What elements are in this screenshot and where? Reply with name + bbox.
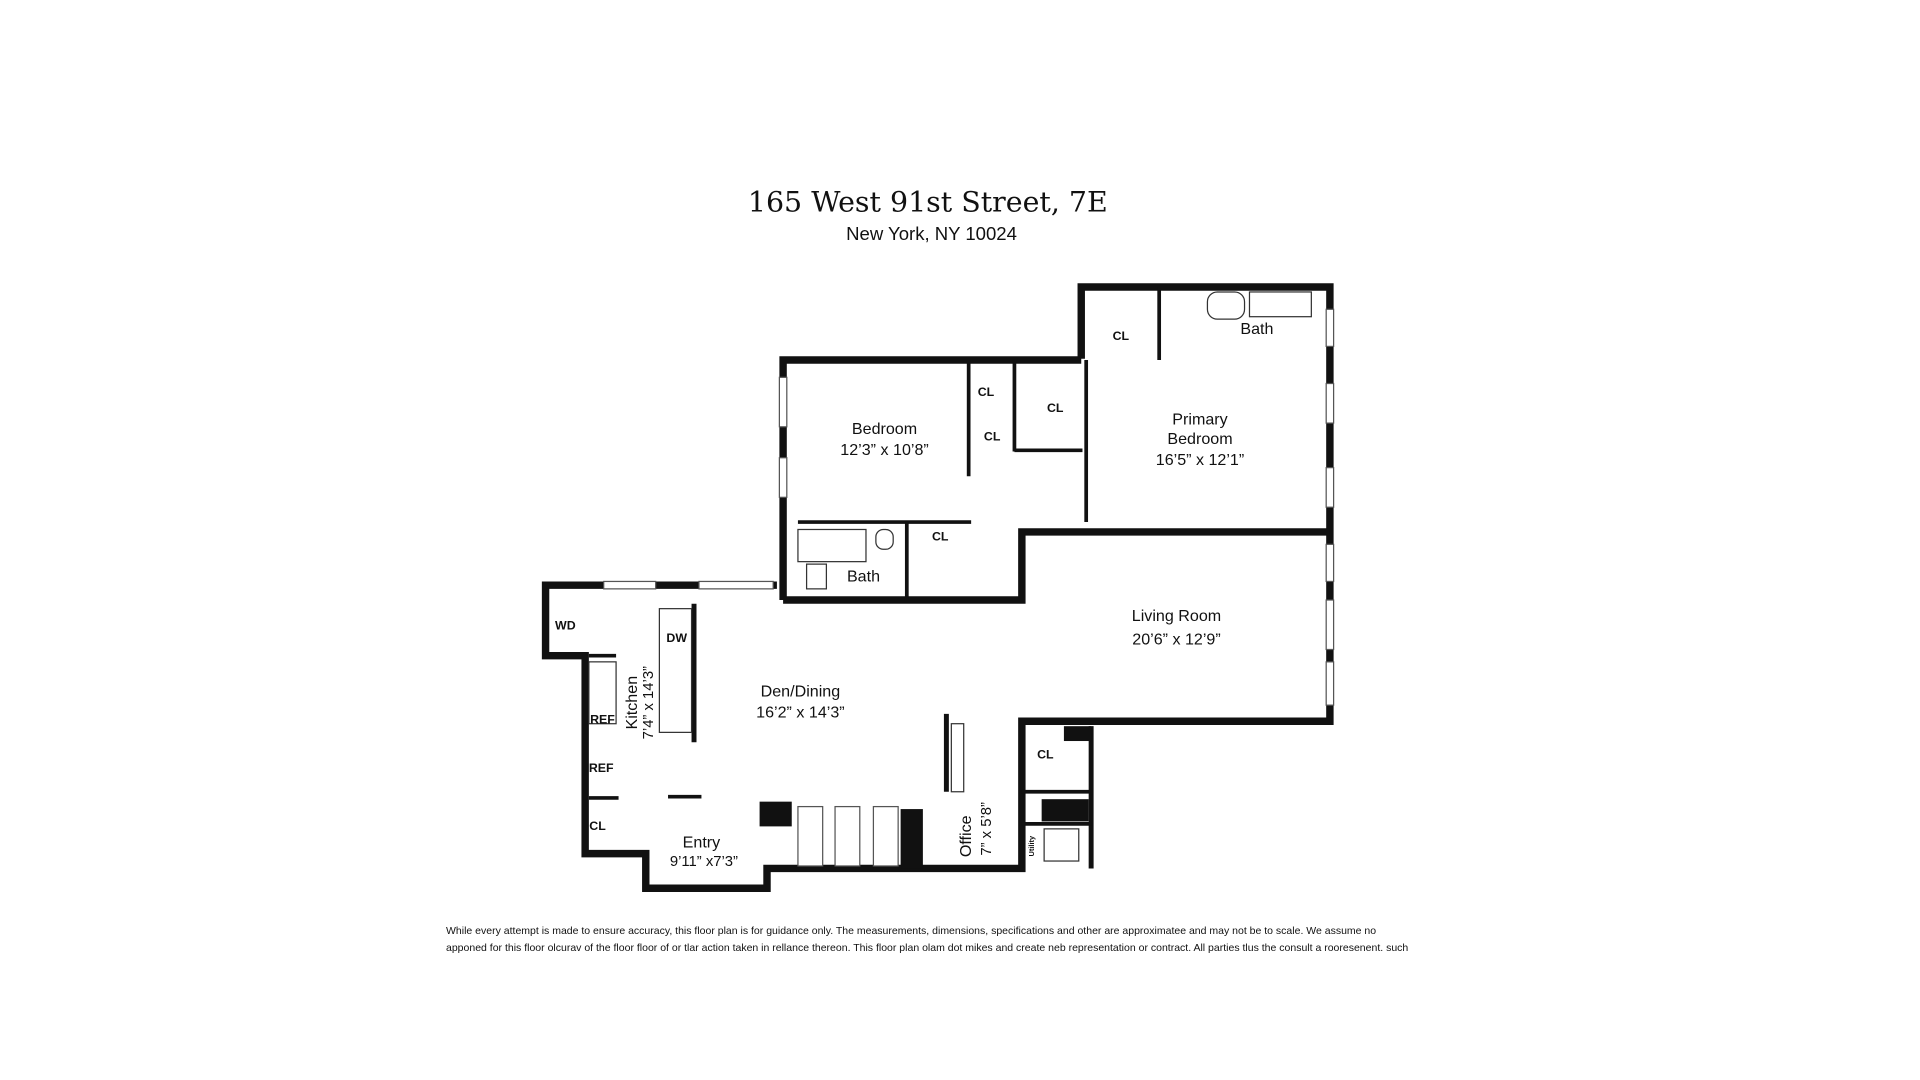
walls: [541, 283, 1334, 892]
small-labels: CL CL CL CL CL CL CL WD DW REF REF Utili…: [555, 329, 1129, 856]
fixtures: [588, 291, 1312, 862]
closet-label: CL: [589, 819, 606, 833]
label-bath-2: Bath: [1240, 320, 1273, 338]
title-block: 165 West 91st Street, 7E New York, NY 10…: [748, 186, 1108, 244]
label-den: Den/Dining: [761, 682, 841, 700]
label-office: Office: [957, 815, 975, 857]
wd-label: WD: [555, 619, 576, 633]
disclaimer-line-1: While every attempt is made to ensure ac…: [446, 925, 1377, 937]
label-kitchen: Kitchen: [623, 676, 641, 730]
closet-label: CL: [978, 385, 995, 399]
label-bath-1: Bath: [847, 567, 880, 585]
dims-office: 7” x 5’8”: [979, 802, 995, 856]
dims-living: 20’6” x 12’9”: [1132, 631, 1220, 649]
dims-entry: 9’11” x7’3”: [670, 854, 738, 870]
closet-label: CL: [1037, 747, 1054, 761]
windows: [603, 308, 1335, 867]
closet-label: CL: [1047, 401, 1064, 415]
bathtub: [797, 528, 867, 563]
fills: [759, 726, 1092, 869]
ref-label: REF: [589, 761, 614, 775]
label-primary-1: Primary: [1172, 410, 1227, 428]
label-entry: Entry: [683, 833, 721, 851]
dims-den: 16’2” x 14’3”: [756, 704, 844, 722]
dims-primary: 16’5” x 12’1”: [1156, 451, 1244, 469]
dims-kitchen: 7’4” x 14’3”: [641, 666, 657, 739]
dims-bedroom: 12’3” x 10’8”: [840, 441, 928, 459]
address-title: 165 West 91st Street, 7E: [748, 186, 1108, 219]
label-bedroom: Bedroom: [852, 420, 917, 438]
closet-label: CL: [984, 429, 1001, 443]
closet-label: CL: [932, 530, 949, 544]
toilet: [875, 528, 894, 550]
disclaimer-line-2: apponed for this floor olcurav of the fl…: [446, 942, 1409, 954]
closet-label: CL: [1113, 329, 1130, 343]
room-labels: Bedroom 12’3” x 10’8” Primary Bedroom 16…: [623, 320, 1273, 870]
disclaimer: While every attempt is made to ensure ac…: [446, 923, 1506, 957]
label-primary-2: Bedroom: [1167, 430, 1232, 448]
ref-label: REF: [590, 713, 615, 727]
dw-label: DW: [666, 631, 687, 645]
label-living: Living Room: [1132, 607, 1221, 625]
utility-label: Utility: [1027, 835, 1036, 856]
address-subtitle: New York, NY 10024: [846, 223, 1017, 244]
